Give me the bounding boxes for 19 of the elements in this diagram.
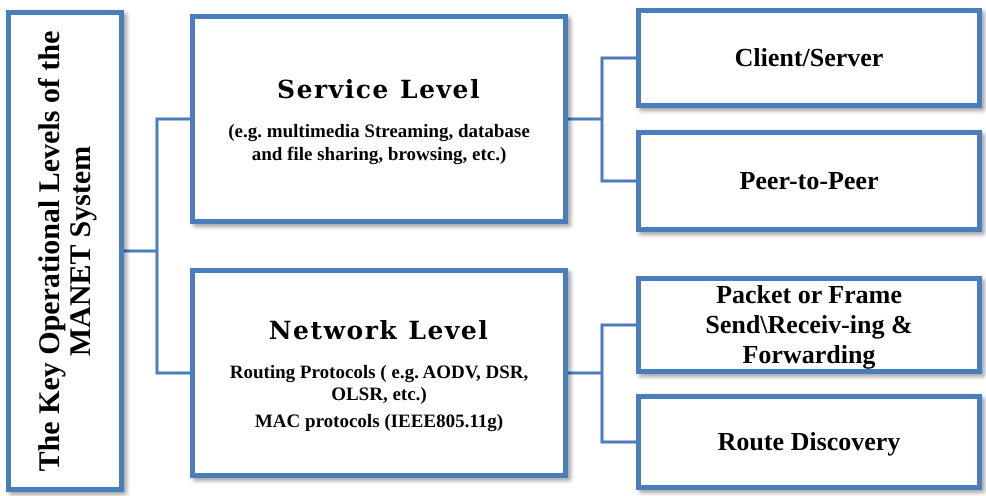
level-description: MAC protocols (IEEE805.11g) [254,411,504,434]
level-description: (e.g. multimedia Streaming, database and file sharing, browsing, etc.) [227,120,531,167]
connector-line [568,372,636,444]
category-box [636,130,982,232]
category-box [636,276,982,374]
category-box [636,394,982,490]
vertical-title: The Key Operational Levels of the MANET System [34,30,96,474]
title-box [6,10,124,492]
category-label: Packet or Frame Send\Receiv-ing & Forwarding [704,280,914,370]
category-label: Route Discovery [716,427,902,457]
level-heading: Network Level [268,315,490,348]
level-box [190,268,568,478]
level-heading: Service Level [277,74,481,106]
category-label: Peer-to-Peer [738,166,880,196]
level-description: Routing Protocols ( e.g. AODV, DSR, OLSR, etc.) [228,362,530,408]
category-label: Client/Server [734,43,884,73]
level-box [190,14,568,224]
category-box [636,8,982,108]
connector-line [568,118,636,182]
